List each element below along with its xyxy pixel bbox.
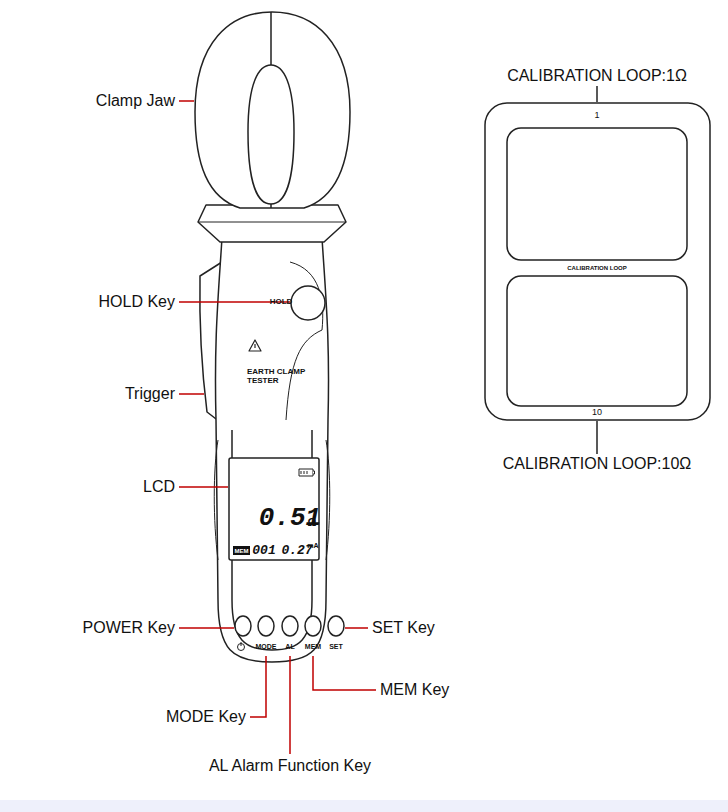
leader-line xyxy=(596,421,598,454)
set-key xyxy=(328,616,344,636)
hold-key xyxy=(291,286,325,320)
loop-1-window xyxy=(507,128,687,260)
callout-label: MEM Key xyxy=(380,681,449,699)
leader-line xyxy=(250,656,266,717)
callout-label: POWER Key xyxy=(83,619,175,637)
warning-symbol xyxy=(249,340,261,351)
leader-line xyxy=(179,627,234,629)
callout-label: MODE Key xyxy=(166,708,246,726)
battery-bars xyxy=(301,471,315,474)
leader-line xyxy=(179,393,204,395)
loop-value: 10 xyxy=(592,408,602,418)
key-legend: HOLD xyxy=(270,298,293,307)
callout-label: CALIBRATION LOOP:1Ω xyxy=(507,67,687,85)
loop-10-window xyxy=(507,276,687,406)
callout-label: Clamp Jaw xyxy=(96,92,175,110)
lcd-unit: mA xyxy=(307,542,318,550)
warning-mark xyxy=(254,344,255,348)
callout-label: HOLD Key xyxy=(99,293,175,311)
leader-line xyxy=(345,627,368,629)
calibration-loop xyxy=(485,103,710,420)
neck-line xyxy=(198,222,346,223)
callout-label: LCD xyxy=(143,478,175,496)
mem-key xyxy=(305,616,321,636)
callout-label: CALIBRATION LOOP:10Ω xyxy=(503,455,692,473)
leader-line xyxy=(179,100,194,102)
callout-label: Trigger xyxy=(125,385,175,403)
power-symbol-bar xyxy=(241,642,242,646)
lcd-unit: Ω xyxy=(308,516,317,528)
key-legend: AL xyxy=(285,643,294,651)
lcd-mem-flag: MEM xyxy=(235,547,249,554)
callout-label: AL Alarm Function Key xyxy=(209,757,371,775)
loop-value: 1 xyxy=(594,111,599,121)
key-legend: MODE xyxy=(256,643,277,651)
jaw-neck xyxy=(198,205,346,242)
al-key xyxy=(282,616,298,636)
lcd-record: 001 xyxy=(252,544,275,558)
leader-line xyxy=(596,86,598,102)
jaw-split xyxy=(270,12,272,208)
key-legend: SET xyxy=(329,643,343,651)
leader-line xyxy=(289,656,291,754)
leader-line xyxy=(313,656,376,690)
device-name: EARTH CLAMP TESTER xyxy=(247,368,309,386)
jaw-opening xyxy=(248,65,294,204)
key-legend: MEM xyxy=(305,643,321,651)
leader-line xyxy=(179,486,228,488)
bottom-band xyxy=(0,800,728,812)
mode-key xyxy=(258,616,274,636)
mem-badge xyxy=(233,546,250,555)
callout-label: SET Key xyxy=(372,619,435,637)
grip-lines xyxy=(214,440,330,560)
loop-title: CALIBRATION LOOP xyxy=(567,265,627,272)
clamp-jaw xyxy=(195,12,350,208)
power-key xyxy=(235,616,251,636)
